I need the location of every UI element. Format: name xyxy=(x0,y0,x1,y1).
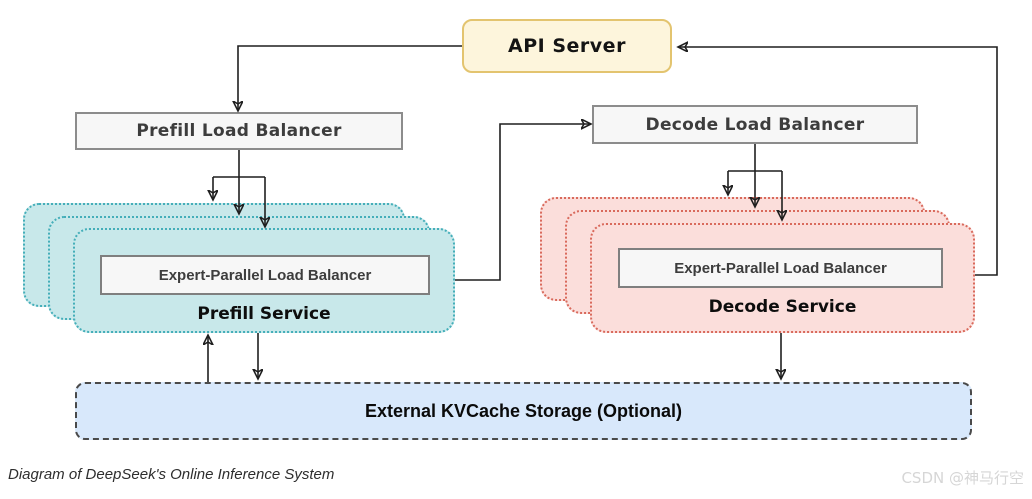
prefill-service-label: Prefill Service xyxy=(197,304,331,324)
decode-load-balancer-box: Decode Load Balancer xyxy=(592,105,918,144)
api-server-box: API Server xyxy=(462,19,672,73)
diagram-caption: Diagram of DeepSeek's Online Inference S… xyxy=(8,466,335,483)
decode-expert-parallel-lb-box: Expert-Parallel Load Balancer xyxy=(618,248,943,288)
arrow-api-to-prefill-lb xyxy=(238,45,462,110)
kvcache-storage-box: External KVCache Storage (Optional) xyxy=(75,382,972,440)
prefill-expert-parallel-lb-box: Expert-Parallel Load Balancer xyxy=(100,255,430,295)
prefill-load-balancer-box: Prefill Load Balancer xyxy=(75,112,403,150)
csdn-watermark: CSDN @神马行空 xyxy=(901,469,1024,487)
decode-service-label: Decode Service xyxy=(708,297,857,317)
